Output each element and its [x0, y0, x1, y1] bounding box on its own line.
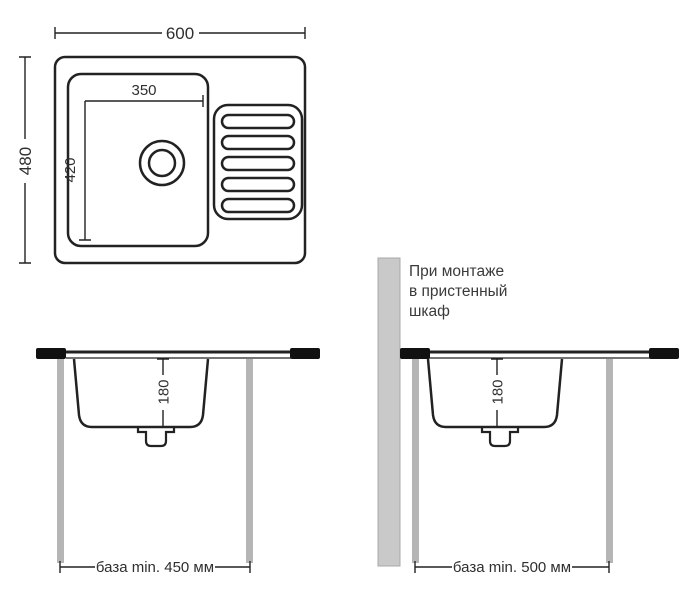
dim-base-width: база min. 450 мм — [59, 559, 251, 576]
cabinet-leg-left — [57, 359, 64, 563]
front-view-left: 180 база min. 450 мм — [36, 348, 320, 576]
dim-base-width: база min. 500 мм — [414, 559, 610, 576]
dim-line-420 — [79, 101, 91, 241]
dim-overall-width: 600 — [54, 24, 306, 43]
dim-line-600 — [54, 27, 306, 39]
drainboard-outline — [212, 103, 304, 221]
dim-overall-height: 480 — [16, 56, 35, 264]
dim-label-base-500: база min. 500 мм — [453, 559, 571, 576]
dim-label-480: 480 — [16, 147, 35, 175]
drainboard — [212, 103, 304, 221]
dim-line-180 — [491, 358, 503, 428]
dim-bowl-width: 350 — [85, 82, 204, 107]
wall-panel — [377, 257, 401, 567]
dim-label-420: 420 — [62, 157, 79, 182]
top-view: 600 480 350 420 — [16, 24, 307, 265]
counter-clip-right — [649, 348, 679, 359]
drainboard-slot — [220, 176, 296, 193]
note-line-3: шкаф — [409, 303, 450, 320]
dim-depth: 180 — [490, 358, 507, 428]
mounting-note: При монтаже в пристенный шкаф — [409, 263, 507, 320]
front-view-right: При монтаже в пристенный шкаф 180 база m… — [377, 257, 679, 576]
dim-depth: 180 — [156, 358, 173, 428]
dim-label-base-450: база min. 450 мм — [96, 559, 214, 576]
drainboard-slot — [220, 113, 296, 130]
cabinet-leg-right — [246, 359, 253, 563]
dim-line-350 — [85, 95, 204, 107]
counter-clip-right — [290, 348, 320, 359]
dim-line-480 — [19, 56, 31, 264]
dim-label-600: 600 — [166, 24, 194, 43]
cabinet-leg-right — [606, 359, 613, 563]
note-line-1: При монтаже — [409, 263, 504, 280]
drainboard-slot — [220, 197, 296, 214]
drainboard-slot — [220, 155, 296, 172]
dim-label-180: 180 — [156, 379, 173, 404]
dim-line-base-450 — [59, 561, 251, 573]
dim-bowl-height: 420 — [62, 101, 91, 241]
cabinet-leg-left — [412, 359, 419, 563]
dim-line-base-500 — [414, 561, 610, 573]
counter-clip-left — [36, 348, 66, 359]
bowl-section — [72, 358, 210, 429]
dim-label-350: 350 — [131, 82, 156, 99]
counter-clip-left — [400, 348, 430, 359]
note-line-2: в пристенный — [409, 283, 507, 300]
drainboard-slot — [220, 134, 296, 151]
drain-outer-circle — [138, 139, 186, 187]
dim-line-180 — [157, 358, 169, 428]
dim-label-180: 180 — [490, 379, 507, 404]
drain-fitting — [480, 427, 520, 448]
drain-inner-circle — [147, 148, 177, 178]
drain-fitting — [136, 427, 176, 448]
sink-outline — [53, 55, 307, 265]
bowl-outline — [66, 72, 210, 248]
